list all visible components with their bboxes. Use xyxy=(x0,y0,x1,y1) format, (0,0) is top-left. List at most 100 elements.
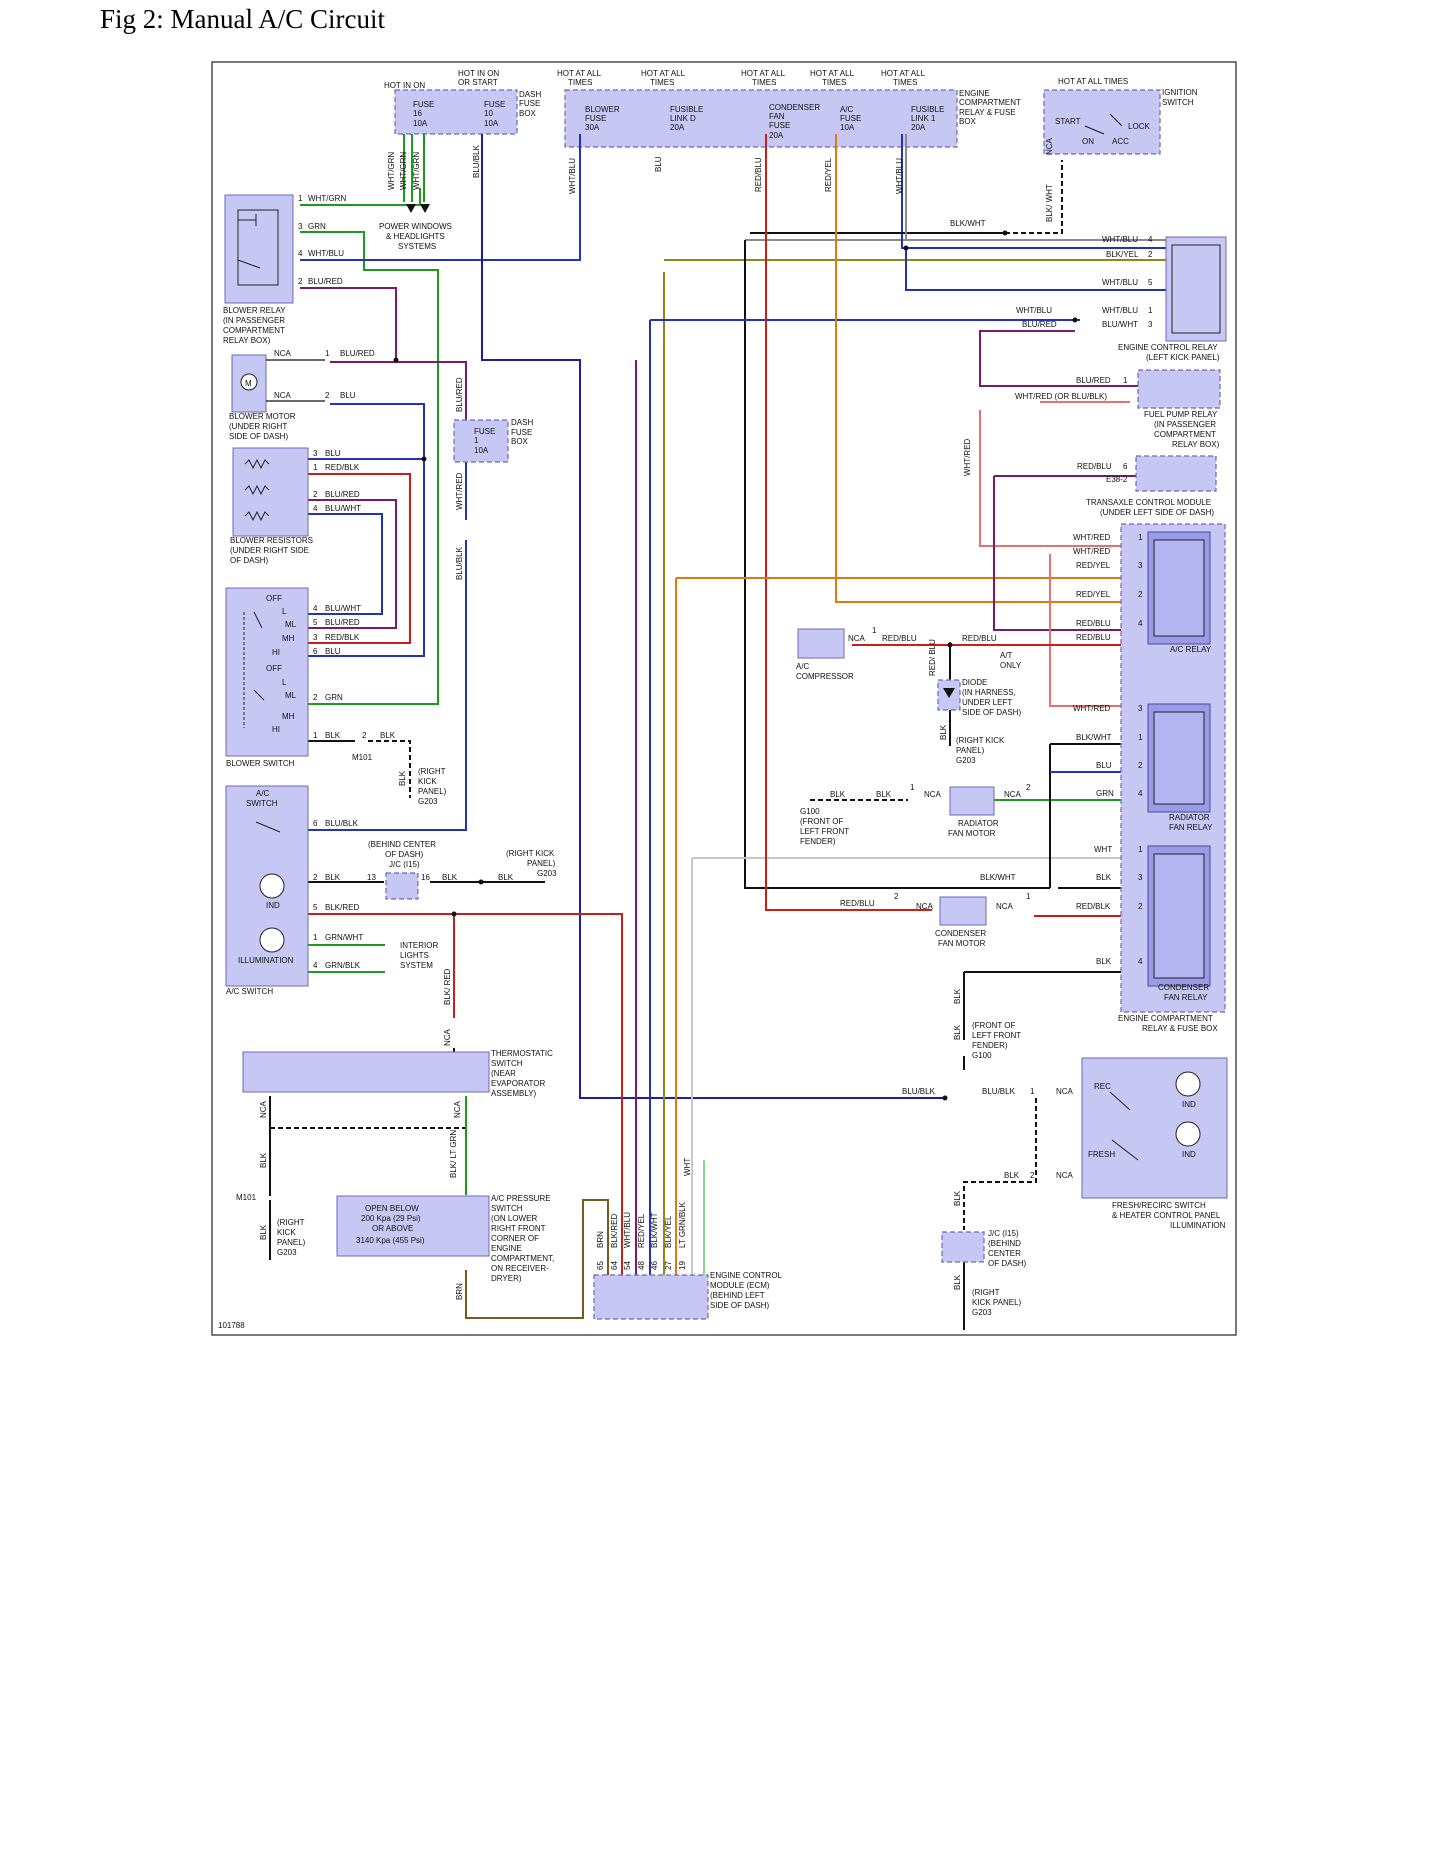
svg-text:BLK/YEL: BLK/YEL xyxy=(1106,250,1139,259)
svg-text:BLU/BLK: BLU/BLK xyxy=(472,144,481,178)
svg-text:1: 1 xyxy=(1148,306,1153,315)
svg-text:(IN PASSENGER: (IN PASSENGER xyxy=(1154,420,1216,429)
svg-text:10A: 10A xyxy=(413,119,428,128)
svg-text:ONLY: ONLY xyxy=(1000,661,1022,670)
svg-text:NCA: NCA xyxy=(996,902,1014,911)
svg-text:(FRONT OF: (FRONT OF xyxy=(972,1021,1016,1030)
svg-text:RED/BLU: RED/BLU xyxy=(1077,462,1112,471)
svg-text:NCA: NCA xyxy=(1056,1171,1074,1180)
svg-text:ML: ML xyxy=(285,620,297,629)
svg-text:BLK/WHT: BLK/WHT xyxy=(1076,733,1112,742)
svg-text:1: 1 xyxy=(910,783,915,792)
svg-text:6: 6 xyxy=(1123,462,1128,471)
svg-text:BLK: BLK xyxy=(325,873,341,882)
svg-text:BLK: BLK xyxy=(1096,957,1112,966)
svg-text:OR ABOVE: OR ABOVE xyxy=(372,1224,413,1233)
svg-text:64: 64 xyxy=(610,1261,619,1270)
svg-text:4: 4 xyxy=(313,604,318,613)
svg-text:BLK/WHT: BLK/WHT xyxy=(650,1212,659,1248)
svg-text:ENGINE: ENGINE xyxy=(491,1244,522,1253)
svg-text:RELAY BOX): RELAY BOX) xyxy=(223,336,271,345)
svg-text:(FRONT OF: (FRONT OF xyxy=(800,817,844,826)
svg-text:RED/BLU: RED/BLU xyxy=(1076,633,1111,642)
svg-text:FAN RELAY: FAN RELAY xyxy=(1164,993,1208,1002)
svg-text:NCA: NCA xyxy=(1056,1087,1074,1096)
svg-text:19: 19 xyxy=(678,1261,687,1270)
svg-text:G203: G203 xyxy=(972,1308,992,1317)
svg-text:RED/BLU: RED/BLU xyxy=(882,634,917,643)
svg-text:3: 3 xyxy=(1148,320,1153,329)
svg-text:BLOWER RELAY: BLOWER RELAY xyxy=(223,306,286,315)
svg-text:MODULE (ECM): MODULE (ECM) xyxy=(710,1281,770,1290)
svg-text:FAN MOTOR: FAN MOTOR xyxy=(938,939,986,948)
power-windows-system: POWER WINDOWS & HEADLIGHTS SYSTEMS xyxy=(379,204,452,251)
engine-control-relay: ENGINE CONTROL RELAY (LEFT KICK PANEL) W… xyxy=(950,137,1227,362)
svg-text:(IN HARNESS,: (IN HARNESS, xyxy=(962,688,1016,697)
svg-text:LEFT FRONT: LEFT FRONT xyxy=(972,1031,1021,1040)
transaxle-control-module: TRANSAXLE CONTROL MODULE (UNDER LEFT SID… xyxy=(1077,455,1217,517)
svg-text:RED/BLK: RED/BLK xyxy=(325,463,360,472)
svg-text:WHT/GRN: WHT/GRN xyxy=(387,152,396,190)
svg-text:RED/ BLU: RED/ BLU xyxy=(928,639,937,676)
svg-text:2: 2 xyxy=(1026,783,1031,792)
svg-text:6: 6 xyxy=(313,647,318,656)
svg-text:TIMES: TIMES xyxy=(822,78,846,87)
svg-text:ILLUMINATION: ILLUMINATION xyxy=(1170,1221,1226,1230)
svg-text:BLU: BLU xyxy=(325,449,341,458)
svg-text:BLK: BLK xyxy=(325,731,341,740)
svg-text:(LEFT KICK PANEL): (LEFT KICK PANEL) xyxy=(1146,353,1220,362)
svg-text:G203: G203 xyxy=(277,1248,297,1257)
svg-text:SWITCH: SWITCH xyxy=(491,1059,523,1068)
svg-text:WHT/BLU: WHT/BLU xyxy=(895,158,904,194)
svg-text:ILLUMINATION: ILLUMINATION xyxy=(238,956,294,965)
svg-text:FENDER): FENDER) xyxy=(972,1041,1008,1050)
svg-text:BLK: BLK xyxy=(876,790,892,799)
svg-text:RED/BLK: RED/BLK xyxy=(325,633,360,642)
engine-control-module: ENGINE CONTROL MODULE (ECM) (BEHIND LEFT… xyxy=(593,1201,783,1320)
svg-text:BLU/WHT: BLU/WHT xyxy=(325,604,361,613)
svg-text:TIMES: TIMES xyxy=(752,78,776,87)
svg-text:WHT/RED: WHT/RED xyxy=(1073,547,1111,556)
svg-text:(NEAR: (NEAR xyxy=(491,1069,516,1078)
svg-text:BLU: BLU xyxy=(325,647,341,656)
svg-text:2: 2 xyxy=(1138,761,1143,770)
svg-text:BLU/BLK: BLU/BLK xyxy=(455,546,464,580)
svg-text:FUSE: FUSE xyxy=(519,99,540,108)
svg-text:RED/YEL: RED/YEL xyxy=(1076,590,1111,599)
svg-text:A/T: A/T xyxy=(1000,651,1013,660)
svg-text:BLK: BLK xyxy=(1096,873,1112,882)
svg-text:& HEATER CONTROL PANEL: & HEATER CONTROL PANEL xyxy=(1112,1211,1221,1220)
svg-text:RELAY BOX): RELAY BOX) xyxy=(1172,440,1220,449)
svg-text:BLU/RED: BLU/RED xyxy=(325,490,360,499)
svg-text:WHT/RED: WHT/RED xyxy=(455,472,464,510)
svg-text:ACC: ACC xyxy=(1112,137,1129,146)
svg-text:OF DASH): OF DASH) xyxy=(230,556,269,565)
svg-text:DASH: DASH xyxy=(511,418,533,427)
svg-text:MH: MH xyxy=(282,712,295,721)
svg-text:16: 16 xyxy=(421,873,430,882)
svg-text:RED/YEL: RED/YEL xyxy=(1076,561,1111,570)
svg-text:BLK: BLK xyxy=(939,724,948,740)
splice-dots xyxy=(393,230,1078,1101)
svg-text:OR START: OR START xyxy=(458,78,498,87)
svg-text:200 Kpa (29 Psi): 200 Kpa (29 Psi) xyxy=(361,1214,421,1223)
svg-text:J/C (I15): J/C (I15) xyxy=(389,860,420,869)
svg-text:WHT/GRN: WHT/GRN xyxy=(399,152,408,190)
svg-text:COMPARTMENT: COMPARTMENT xyxy=(959,98,1021,107)
svg-text:A/C RELAY: A/C RELAY xyxy=(1170,645,1212,654)
svg-text:16: 16 xyxy=(413,109,422,118)
svg-text:LINK 1: LINK 1 xyxy=(911,114,936,123)
svg-text:BLU/WHT: BLU/WHT xyxy=(325,504,361,513)
svg-text:FUSE: FUSE xyxy=(484,100,505,109)
svg-text:NCA: NCA xyxy=(274,391,292,400)
svg-text:RED/YEL: RED/YEL xyxy=(637,1213,646,1248)
svg-text:3: 3 xyxy=(1138,873,1143,882)
svg-text:1: 1 xyxy=(872,626,877,635)
svg-text:TIMES: TIMES xyxy=(893,78,917,87)
svg-text:WHT/BLU: WHT/BLU xyxy=(623,1212,632,1248)
svg-text:BLK: BLK xyxy=(380,731,396,740)
svg-text:DASH: DASH xyxy=(519,90,541,99)
svg-text:HOT AT ALL: HOT AT ALL xyxy=(881,69,926,78)
